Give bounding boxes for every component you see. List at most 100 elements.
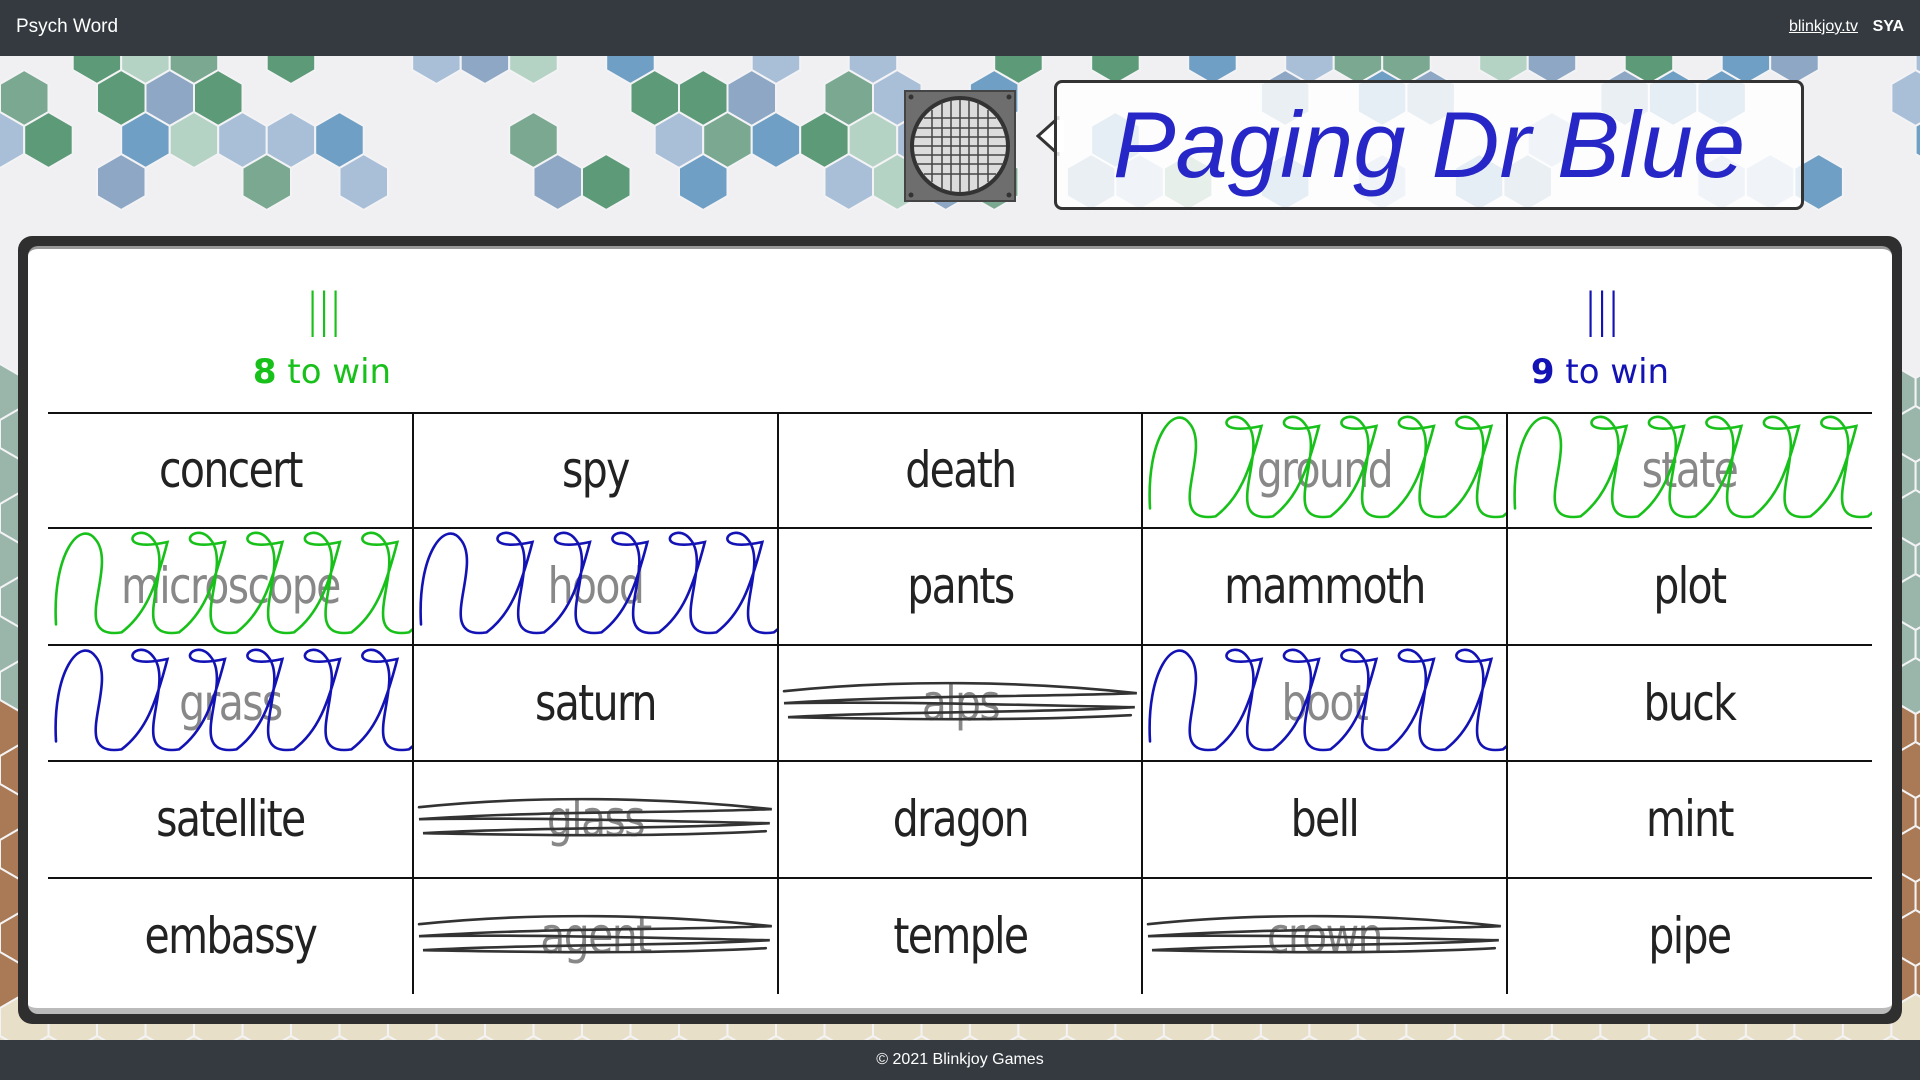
word-card-microscope[interactable]: microscope (48, 528, 413, 644)
footer-copyright: © 2021 Blinkjoy Games (876, 1051, 1044, 1068)
green-remaining: 8 (252, 352, 277, 392)
blue-tally: ||| (1582, 283, 1622, 337)
word-card-pipe[interactable]: pipe (1507, 878, 1872, 994)
neutral-scribble-mark (417, 914, 772, 954)
word-card-crown[interactable]: crown (1142, 878, 1507, 994)
background-hexagon (23, 110, 74, 170)
word-card-plot[interactable]: plot (1507, 528, 1872, 644)
green-scribble-mark (54, 531, 413, 635)
green-scribble-mark (1148, 415, 1508, 519)
word-card-label: mammoth (1224, 557, 1426, 616)
site-link[interactable]: blinkjoy.tv (1788, 18, 1858, 35)
background-hexagon (678, 152, 729, 212)
app-title[interactable]: Psych Word (16, 16, 119, 37)
word-card-pants[interactable]: pants (778, 528, 1143, 644)
word-card-boot[interactable]: boot (1142, 645, 1508, 761)
green-to-win: 8 to win (172, 352, 472, 392)
background-hexagon (1882, 1034, 1901, 1040)
background-hexagon (96, 152, 147, 212)
clue-speech-bubble: Paging Dr Blue (1054, 80, 1804, 210)
background-hexagon (581, 152, 632, 212)
background-hexagon (1688, 1034, 1707, 1040)
background-hexagon (265, 56, 317, 86)
word-card-alps[interactable]: alps (778, 645, 1143, 761)
background-hexagon (233, 1034, 252, 1040)
word-card-spy[interactable]: spy (413, 412, 778, 528)
word-card-ground[interactable]: ground (1142, 412, 1508, 528)
word-card-label: bell (1291, 790, 1360, 849)
background-hexagon (1542, 1034, 1561, 1040)
word-card-label: buck (1643, 673, 1737, 732)
grid-line (48, 412, 1872, 414)
background-hexagon (1057, 1034, 1076, 1040)
background-hexagon (960, 1034, 979, 1040)
background-hexagon (912, 1034, 931, 1040)
background-hexagon (1348, 1034, 1367, 1040)
background-hexagon (1890, 68, 1920, 128)
game-board (28, 246, 1892, 1014)
word-card-satellite[interactable]: satellite (48, 761, 413, 877)
background-hexagon (1445, 1034, 1464, 1040)
top-navbar: Psych Word blinkjoy.tv SYA (0, 0, 1920, 56)
background-hexagon (1090, 56, 1141, 86)
word-card-buck[interactable]: buck (1507, 645, 1872, 761)
background-hexagon (411, 56, 462, 86)
word-card-label: dragon (892, 790, 1029, 849)
blue-scribble-mark (54, 648, 413, 752)
word-card-glass[interactable]: glass (413, 761, 778, 877)
word-card-agent[interactable]: agent (413, 878, 778, 994)
word-grid: concert spy death ground state microscope hood… (48, 412, 1872, 994)
word-card-concert[interactable]: concert (48, 412, 413, 528)
background-hexagon (476, 1034, 494, 1040)
background-hexagon (330, 1034, 349, 1040)
background-hexagon (573, 1034, 591, 1040)
blue-scribble-mark (1148, 648, 1508, 752)
background-hexagon (1639, 1034, 1658, 1040)
word-card-embassy[interactable]: embassy (48, 878, 413, 994)
neutral-scribble-mark (782, 681, 1137, 721)
word-card-state[interactable]: state (1507, 412, 1872, 528)
blue-scribble-mark (419, 531, 778, 635)
background-hexagon (718, 1034, 737, 1040)
background-hexagon (621, 1034, 640, 1040)
word-card-bell[interactable]: bell (1142, 761, 1507, 877)
word-card-label: ground (1257, 441, 1394, 499)
word-card-label: state (1641, 441, 1739, 499)
word-card-label: saturn (534, 673, 657, 732)
background-hexagon (1203, 1034, 1222, 1040)
word-card-mint[interactable]: mint (1507, 761, 1872, 877)
word-card-temple[interactable]: temple (778, 878, 1143, 994)
word-card-label: temple (892, 906, 1029, 965)
clue-text: Paging Dr Blue (1112, 92, 1746, 197)
background-hexagon (670, 1034, 688, 1040)
background-hexagon (185, 1034, 203, 1040)
background-hexagon (1833, 1034, 1852, 1040)
background-hexagon (39, 1034, 58, 1040)
background-hexagon (1251, 1034, 1270, 1040)
word-card-dragon[interactable]: dragon (778, 761, 1143, 877)
background-hexagon (0, 1034, 9, 1040)
background-hexagon (1106, 1034, 1125, 1040)
grid-line (48, 876, 1872, 879)
word-card-death[interactable]: death (778, 412, 1143, 528)
word-card-label: hood (547, 557, 644, 616)
background-hexagon (338, 152, 389, 212)
word-card-label: pants (906, 557, 1015, 616)
word-card-mammoth[interactable]: mammoth (1142, 528, 1507, 644)
user-code[interactable]: SYA (1872, 18, 1904, 35)
background-hexagon (1187, 56, 1238, 86)
background-hexagon (815, 1034, 834, 1040)
background-hexagon (1494, 1034, 1513, 1040)
grid-line (411, 412, 414, 994)
word-card-label: spy (561, 441, 630, 499)
background-hexagon (1397, 1034, 1416, 1040)
word-card-label: mint (1646, 790, 1734, 849)
background-hexagon (427, 1034, 446, 1040)
word-card-label: satellite (156, 790, 306, 849)
word-card-hood[interactable]: hood (413, 528, 778, 644)
word-card-grass[interactable]: grass (48, 645, 413, 761)
word-card-saturn[interactable]: saturn (413, 645, 778, 761)
background-hexagon (864, 1034, 882, 1040)
background-hexagon (379, 1034, 397, 1040)
grid-line (776, 412, 779, 994)
